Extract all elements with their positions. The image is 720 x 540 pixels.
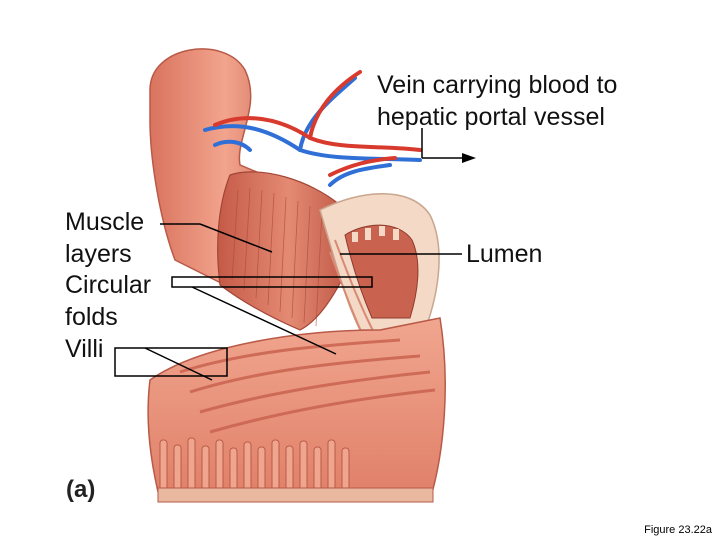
villi-front-edge	[159, 437, 350, 491]
lumen-label: Lumen	[466, 240, 543, 268]
villi-leader-d	[144, 347, 213, 381]
villi-label: Villi	[65, 335, 104, 363]
figure-caption: Figure 23.22a	[644, 524, 712, 536]
muscle-label-line-1: Muscle	[65, 208, 145, 236]
section-base	[157, 487, 434, 503]
panel-letter: (a)	[66, 476, 96, 503]
vein-arrowhead	[462, 153, 476, 163]
villi-box	[114, 347, 228, 377]
vein-label-line-1: Vein carrying blood to	[377, 71, 618, 99]
circular-label-line-2: folds	[65, 303, 118, 331]
muscle-leader-d	[199, 223, 273, 253]
circular-label-line-1: Circular	[65, 271, 152, 299]
circular-leader-d	[191, 286, 337, 355]
muscle-label-line-2: layers	[65, 240, 132, 268]
leader-lines	[114, 128, 476, 381]
lumen-folds	[352, 226, 399, 242]
artery-network	[213, 70, 422, 177]
circular-fold-ridges	[179, 338, 436, 434]
lumen-cavity	[344, 224, 419, 319]
vein-label-line-2: hepatic portal vessel	[377, 103, 605, 131]
circular-folds-box	[171, 276, 373, 288]
